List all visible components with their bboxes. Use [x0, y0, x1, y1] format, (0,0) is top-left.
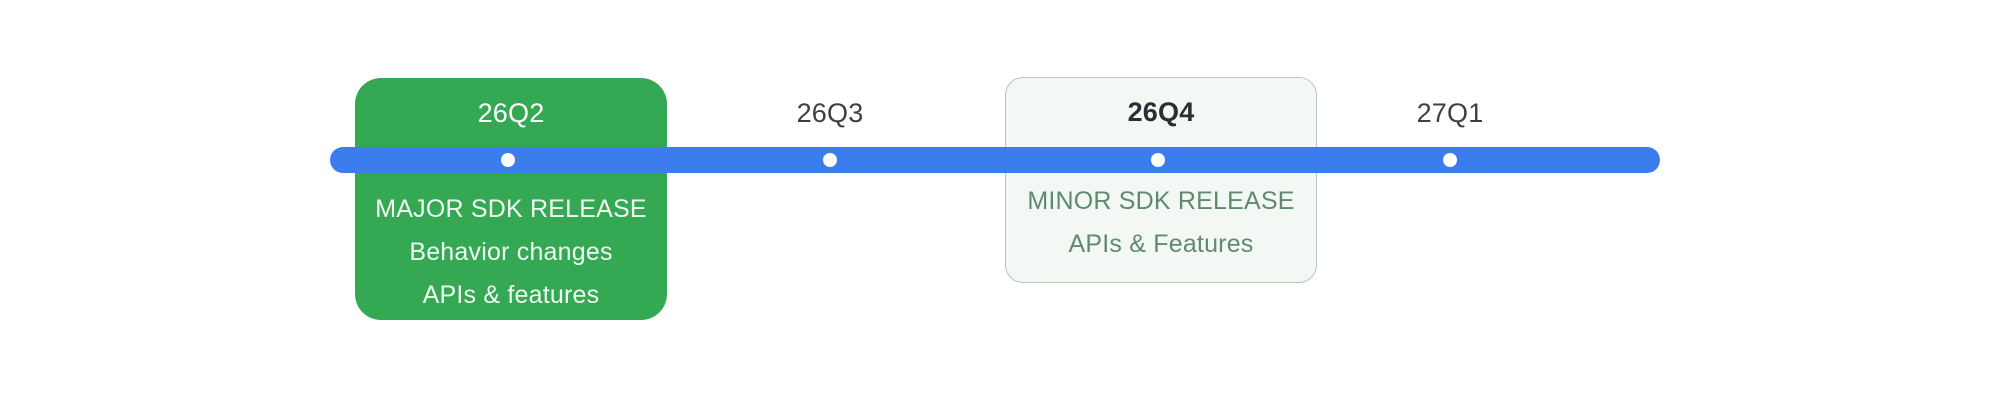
milestone-detail-26q4: MINOR SDK RELEASE APIs & Features: [1006, 180, 1316, 266]
milestone-26q3[interactable]: 26Q3: [730, 0, 930, 408]
milestone-detail-line: MINOR SDK RELEASE: [1027, 187, 1295, 215]
milestone-detail-line: MAJOR SDK RELEASE: [375, 195, 647, 223]
timeline-dot-27q1[interactable]: [1443, 153, 1457, 167]
timeline-dot-26q2[interactable]: [501, 153, 515, 167]
milestone-label-26q2: 26Q2: [477, 98, 545, 128]
milestone-card-26q2[interactable]: 26Q2 MAJOR SDK RELEASE Behavior changes …: [355, 78, 667, 320]
milestone-detail-line: Behavior changes: [409, 238, 613, 266]
milestone-label-26q4: 26Q4: [1127, 97, 1195, 127]
milestone-detail-line: APIs & Features: [1068, 230, 1254, 258]
milestone-27q1[interactable]: 27Q1: [1350, 0, 1550, 408]
timeline-dot-26q4[interactable]: [1151, 153, 1165, 167]
timeline-rail: [330, 147, 1660, 173]
milestone-label-27q1: 27Q1: [1416, 98, 1484, 128]
timeline-dot-26q3[interactable]: [823, 153, 837, 167]
milestone-detail-26q2: MAJOR SDK RELEASE Behavior changes APIs …: [355, 188, 667, 317]
milestone-label-26q3: 26Q3: [796, 98, 864, 128]
milestone-detail-line: APIs & features: [422, 281, 600, 309]
milestone-card-26q4[interactable]: 26Q4 MINOR SDK RELEASE APIs & Features: [1005, 77, 1317, 283]
